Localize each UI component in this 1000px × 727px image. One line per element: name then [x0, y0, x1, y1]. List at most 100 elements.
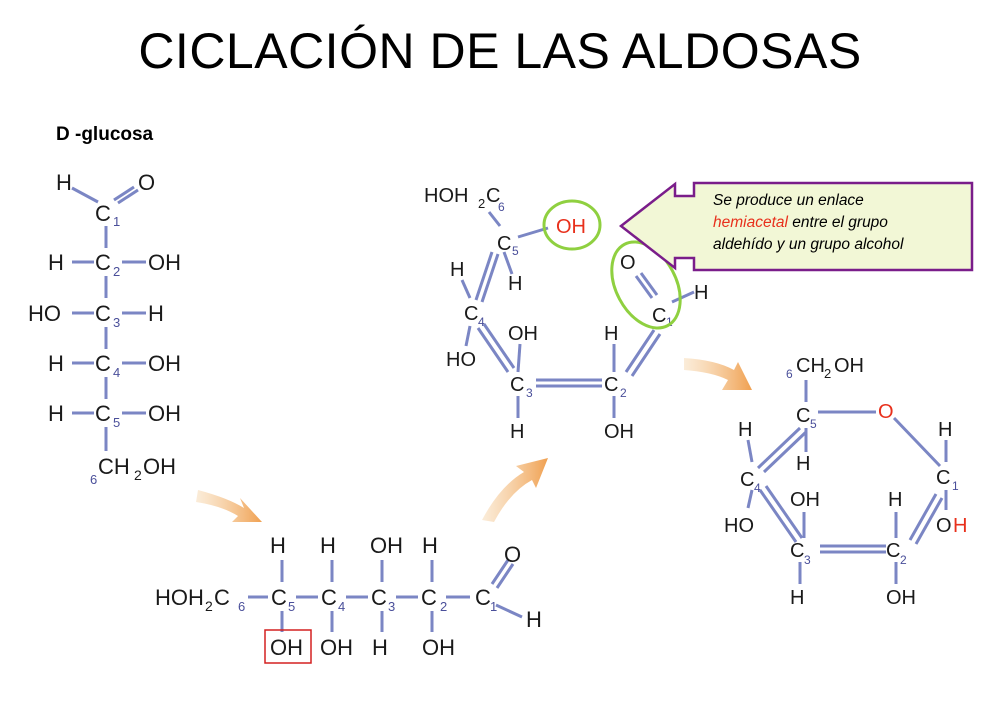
svg-text:C: C [486, 185, 500, 207]
svg-text:OH: OH [886, 587, 916, 609]
svg-text:3: 3 [113, 315, 120, 330]
svg-text:O: O [504, 542, 521, 567]
svg-text:OH: OH [270, 635, 303, 660]
svg-text:C: C [475, 585, 491, 610]
curved-arrow-icon [196, 490, 262, 522]
svg-text:2: 2 [113, 264, 120, 279]
svg-text:4: 4 [338, 599, 345, 614]
svg-text:H: H [48, 401, 64, 426]
svg-text:H: H [320, 533, 336, 558]
svg-text:H: H [526, 607, 542, 632]
page-title: CICLACIÓN DE LAS ALDOSAS [138, 23, 862, 79]
aldehyde-highlight-ellipse [610, 240, 682, 330]
svg-text:C: C [510, 374, 524, 396]
svg-text:2: 2 [205, 598, 213, 614]
svg-text:C: C [652, 305, 666, 327]
svg-text:H: H [48, 351, 64, 376]
svg-text:2: 2 [134, 467, 142, 483]
svg-text:C: C [321, 585, 337, 610]
svg-text:CH: CH [796, 355, 825, 377]
callout-line-2-rest: entre el grupo [787, 214, 888, 231]
svg-text:H: H [604, 323, 618, 345]
svg-text:C: C [371, 585, 387, 610]
svg-text:OH: OH [508, 323, 538, 345]
callout-pointer-icon [618, 181, 974, 272]
svg-text:H: H [953, 515, 967, 537]
svg-text:H: H [694, 282, 708, 304]
svg-text:O: O [138, 170, 155, 195]
svg-text:H: H [510, 421, 524, 443]
svg-text:2: 2 [440, 599, 447, 614]
svg-text:H: H [888, 489, 902, 511]
svg-text:H: H [450, 259, 464, 281]
svg-text:H: H [738, 419, 752, 441]
svg-text:H: H [48, 250, 64, 275]
svg-text:C: C [95, 401, 111, 426]
svg-text:C: C [464, 303, 478, 325]
svg-text:CH: CH [98, 454, 130, 479]
svg-text:OH: OH [320, 635, 353, 660]
callout-line-2: hemiacetal entre el grupo [713, 212, 973, 234]
svg-text:OH: OH [604, 421, 634, 443]
callout-line-3: aldehído y un grupo alcohol [713, 236, 904, 253]
svg-text:C: C [271, 585, 287, 610]
svg-text:H: H [148, 301, 164, 326]
svg-text:1: 1 [666, 315, 673, 329]
svg-text:H: H [796, 453, 810, 475]
svg-text:HOH: HOH [155, 585, 204, 610]
svg-text:C: C [790, 540, 804, 562]
svg-text:C: C [95, 301, 111, 326]
svg-text:HOH: HOH [424, 185, 468, 207]
svg-text:OH: OH [143, 454, 176, 479]
svg-text:6: 6 [90, 472, 97, 487]
svg-text:C: C [497, 233, 511, 255]
svg-text:2: 2 [900, 553, 907, 567]
svg-text:5: 5 [113, 415, 120, 430]
svg-text:O: O [936, 515, 952, 537]
svg-text:H: H [422, 533, 438, 558]
highlighted-oh-box [264, 629, 312, 664]
svg-text:OH: OH [790, 489, 820, 511]
svg-text:6: 6 [498, 200, 505, 214]
molecule-name-label: D -glucosa [56, 124, 154, 145]
svg-text:C: C [214, 585, 230, 610]
svg-text:1: 1 [113, 214, 120, 229]
hydroxyl-highlight-circle [542, 199, 602, 251]
svg-text:4: 4 [113, 365, 120, 380]
svg-text:H: H [938, 419, 952, 441]
svg-text:2: 2 [620, 386, 627, 400]
svg-text:C: C [421, 585, 437, 610]
callout-text: Se produce un enlace hemiacetal entre el… [713, 190, 973, 256]
svg-text:O: O [620, 252, 636, 274]
svg-text:4: 4 [754, 481, 761, 495]
svg-text:3: 3 [804, 553, 811, 567]
svg-text:OH: OH [370, 533, 403, 558]
svg-text:5: 5 [810, 417, 817, 431]
svg-text:OH: OH [556, 216, 586, 238]
svg-text:HO: HO [724, 515, 754, 537]
svg-text:OH: OH [834, 355, 864, 377]
svg-text:OH: OH [148, 401, 181, 426]
svg-text:2: 2 [478, 196, 485, 211]
svg-text:5: 5 [512, 244, 519, 258]
svg-text:6: 6 [238, 599, 245, 614]
svg-text:4: 4 [478, 315, 485, 329]
svg-text:O: O [878, 401, 894, 423]
svg-text:HO: HO [446, 349, 476, 371]
svg-text:C: C [740, 469, 754, 491]
svg-text:H: H [790, 587, 804, 609]
svg-text:OH: OH [148, 250, 181, 275]
svg-text:C: C [796, 405, 810, 427]
svg-text:3: 3 [388, 599, 395, 614]
svg-text:H: H [508, 273, 522, 295]
svg-text:5: 5 [288, 599, 295, 614]
svg-text:C: C [604, 374, 618, 396]
curved-arrow-icon [482, 458, 548, 522]
svg-text:H: H [270, 533, 286, 558]
